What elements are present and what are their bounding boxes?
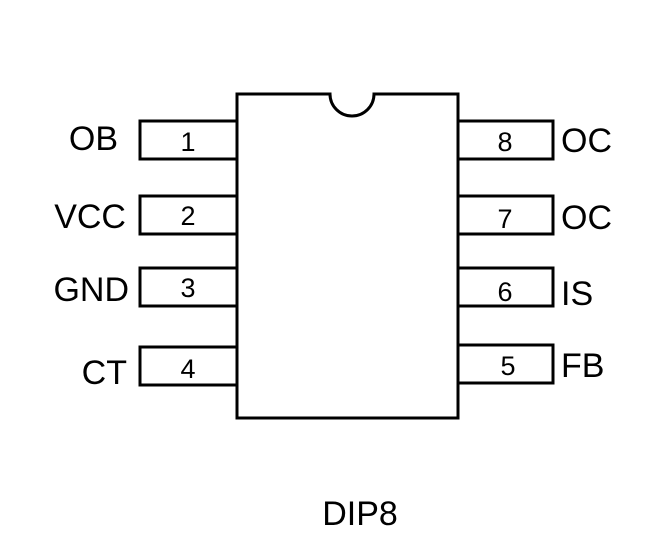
pin-8-number: 8 bbox=[497, 127, 512, 157]
pin-2-lead bbox=[138, 194, 239, 236]
pin-6-label: IS bbox=[561, 275, 593, 313]
pin-7: 7 OC bbox=[456, 194, 612, 237]
pin-5-number: 5 bbox=[500, 351, 515, 381]
pin-5-lead bbox=[456, 343, 555, 385]
pin-1-label: OB bbox=[69, 120, 118, 158]
package-label: DIP8 bbox=[322, 495, 398, 533]
pin-5: 5 FB bbox=[456, 343, 604, 385]
pin-7-label: OC bbox=[561, 199, 612, 237]
pin-4-number: 4 bbox=[180, 354, 195, 384]
pin-7-lead bbox=[456, 194, 555, 236]
pin-4-label: CT bbox=[82, 354, 127, 392]
pin-8-label: OC bbox=[561, 122, 612, 160]
pin-1-number: 1 bbox=[180, 127, 195, 157]
pin-3-number: 3 bbox=[180, 273, 195, 303]
pin-2: 2 VCC bbox=[54, 194, 239, 236]
pin-6-lead bbox=[456, 266, 555, 308]
pin-4: 4 CT bbox=[82, 345, 239, 392]
pin-2-label: VCC bbox=[54, 198, 126, 236]
pin-1-lead bbox=[138, 119, 239, 161]
pin-8: 8 OC bbox=[456, 119, 612, 161]
chip-body bbox=[235, 92, 460, 420]
pin-8-lead bbox=[456, 119, 555, 161]
pin-7-number: 7 bbox=[497, 204, 512, 234]
pin-3-lead bbox=[138, 266, 239, 308]
pin-3: 3 GND bbox=[53, 266, 239, 309]
pin-1: 1 OB bbox=[69, 119, 239, 161]
pin-6-number: 6 bbox=[497, 277, 512, 307]
pin-3-label: GND bbox=[53, 271, 129, 309]
pin-4-lead bbox=[138, 345, 239, 387]
pin-2-number: 2 bbox=[180, 201, 195, 231]
pin-6: 6 IS bbox=[456, 266, 593, 313]
pin-5-label: FB bbox=[561, 347, 604, 385]
